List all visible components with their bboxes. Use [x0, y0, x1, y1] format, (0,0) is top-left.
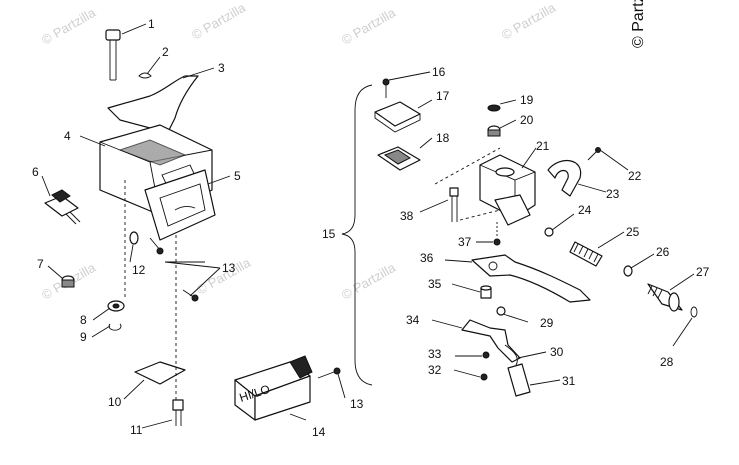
part-13-screw: [333, 367, 341, 375]
part-37-screw: [493, 238, 501, 246]
leader-lines: [41, 23, 695, 429]
callout-29: 29: [540, 316, 554, 330]
callout-numbers: 1 2 3 4 5 6 7 8 9 10 11 12 13 13 14 15 1…: [32, 17, 710, 439]
part-9-ring: [108, 323, 122, 331]
watermark: © Partzilla: [189, 0, 249, 43]
callout-17: 17: [436, 89, 450, 103]
callout-32: 32: [428, 363, 442, 377]
callout-11: 11: [130, 423, 143, 437]
callout-14: 14: [312, 425, 326, 439]
left-assembly: [44, 29, 216, 426]
callout-12: 12: [132, 263, 146, 277]
part-24-nut: [544, 227, 554, 237]
part-10-plate: [134, 361, 186, 385]
part-31-switch: [507, 363, 531, 397]
part-1-bolt: [105, 29, 121, 81]
part-7-nut: [61, 275, 75, 288]
part-30-wire: [504, 344, 518, 366]
callout-4: 4: [64, 129, 71, 143]
watermark: © Partzilla: [499, 0, 559, 43]
callout-15: 15: [322, 227, 336, 241]
callout-16: 16: [432, 65, 446, 79]
callout-23: 23: [606, 187, 620, 201]
callout-27: 27: [696, 265, 710, 279]
brand-label: © Partzilla: [630, 0, 647, 48]
part-29-nut: [496, 306, 506, 316]
right-assembly: [374, 78, 698, 397]
part-38-bolt: [449, 187, 459, 222]
watermark: © Partzilla: [339, 5, 399, 48]
callout-38: 38: [400, 209, 414, 223]
part-13-screws: [149, 237, 199, 302]
part-23-clamp: [547, 159, 582, 197]
callout-7: 7: [37, 257, 44, 271]
callout-18: 18: [436, 131, 450, 145]
callout-25: 25: [626, 225, 640, 239]
watermark: © Partzilla: [39, 5, 99, 48]
part-34-bracket: [461, 319, 521, 363]
callout-13: 13: [222, 261, 236, 275]
part-25-spring: [569, 241, 603, 267]
part-32-screw: [480, 373, 488, 381]
part-3-lever: [107, 75, 199, 133]
callout-21: 21: [536, 139, 550, 153]
part-36-lever: [471, 254, 591, 303]
callout-19: 19: [520, 93, 534, 107]
part-14-hilo-switch: HI/LO: [234, 355, 313, 421]
callout-26: 26: [656, 245, 670, 259]
part-11-bolt: [172, 399, 184, 426]
callout-22: 22: [628, 169, 642, 183]
callout-8: 8: [80, 313, 87, 327]
callout-30: 30: [550, 345, 564, 359]
callout-37: 37: [458, 235, 472, 249]
part-5-cover: [144, 169, 216, 241]
callout-5: 5: [234, 169, 241, 183]
callout-9: 9: [80, 330, 87, 344]
part-2-clip: [138, 72, 152, 79]
callout-3: 3: [218, 61, 225, 75]
callout-36: 36: [420, 251, 434, 265]
callout-34: 34: [406, 313, 420, 327]
part-28-oring: [690, 306, 698, 318]
callout-24: 24: [578, 203, 592, 217]
callout-28: 28: [660, 355, 674, 369]
part-6-switch: [44, 189, 81, 225]
part-27-piston: [647, 283, 683, 312]
callout-33: 33: [428, 347, 442, 361]
callout-10: 10: [108, 395, 122, 409]
callout-35: 35: [428, 277, 442, 291]
watermark: © Partzilla: [339, 260, 399, 303]
callout-2: 2: [162, 45, 169, 59]
group-brace: [341, 84, 373, 386]
part-12-washer: [129, 231, 139, 245]
callout-13: 13: [350, 397, 364, 411]
callout-6: 6: [32, 165, 39, 179]
callout-20: 20: [520, 113, 534, 127]
part-26-washer: [623, 265, 633, 277]
callout-1: 1: [148, 17, 155, 31]
part-19-plug: [487, 104, 501, 112]
part-33-screw: [482, 351, 490, 359]
callout-31: 31: [562, 374, 576, 388]
